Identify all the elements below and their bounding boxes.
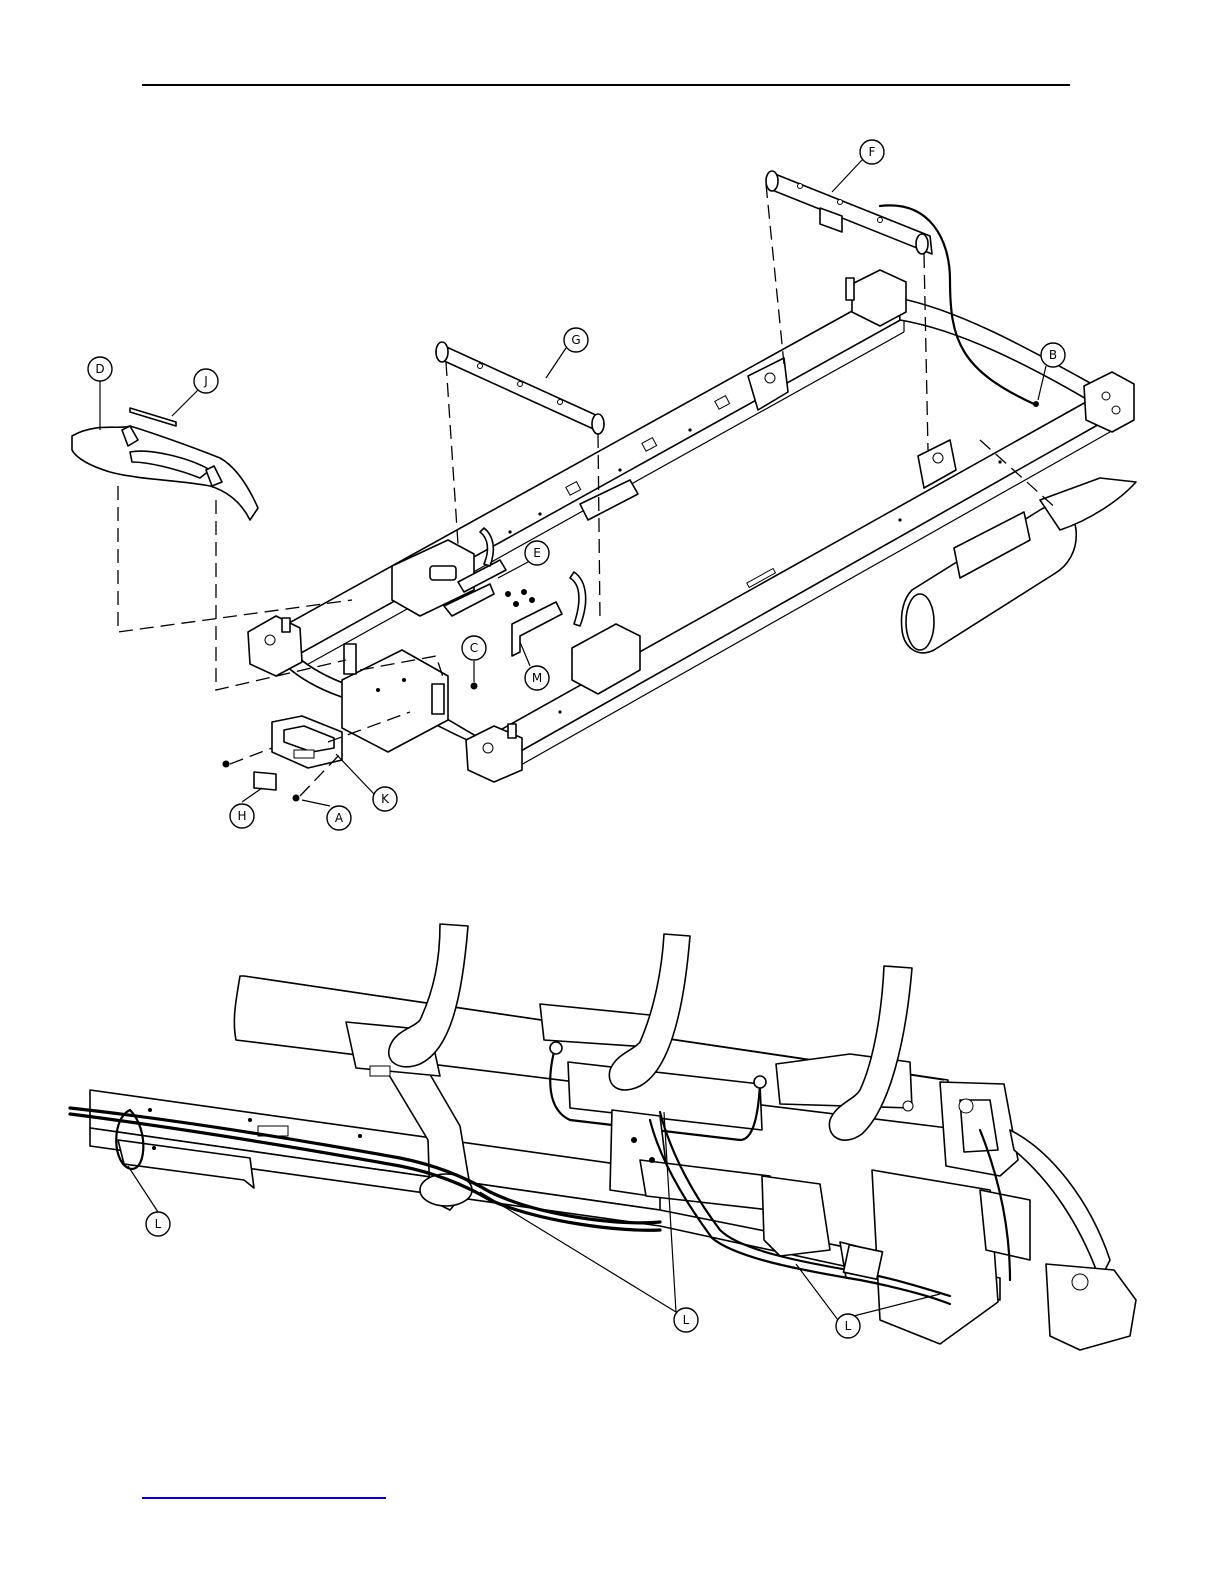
- callout-b: B: [1041, 343, 1065, 367]
- callout-f: F: [860, 140, 884, 164]
- callout-e-label: E: [533, 546, 541, 560]
- callout-l-left-label: L: [155, 1217, 162, 1231]
- callout-l-right: L: [836, 1314, 860, 1338]
- callout-l-center-label: L: [683, 1313, 690, 1327]
- callout-k-label: K: [381, 792, 390, 806]
- callout-h-label: H: [237, 809, 246, 823]
- callout-l-right-label: L: [845, 1319, 852, 1333]
- corner-bracket-rear-right: [1084, 372, 1134, 432]
- lower-wiring-view: [70, 924, 1136, 1350]
- ground-terminal-right: [754, 1076, 766, 1088]
- callout-a: A: [327, 806, 351, 830]
- screw-left: [223, 761, 230, 768]
- callout-g: G: [564, 328, 588, 352]
- bracket-m-part: [505, 572, 586, 656]
- callout-a-label: A: [335, 811, 344, 825]
- upper-exploded-view: [72, 160, 1136, 806]
- cover-part-d: [72, 426, 258, 520]
- callout-b-label: B: [1049, 348, 1057, 362]
- tube-part-g: [436, 342, 604, 434]
- callout-j-label: J: [203, 374, 208, 388]
- callout-j: J: [194, 369, 218, 393]
- screw-b: [1033, 401, 1039, 407]
- harness-connector: [843, 1245, 882, 1279]
- callout-g-label: G: [571, 333, 580, 347]
- screw-c: [471, 683, 478, 690]
- tube-part-f: [766, 171, 932, 254]
- callout-c-label: C: [470, 641, 478, 655]
- callout-c: C: [462, 636, 486, 660]
- bracket-part-k: [272, 716, 342, 768]
- callout-m: M: [525, 666, 549, 690]
- callout-m-label: M: [532, 671, 542, 685]
- callout-l-center: L: [674, 1308, 698, 1332]
- callout-d: D: [88, 357, 112, 381]
- screw-a: [293, 795, 300, 802]
- callout-l-left: L: [146, 1212, 170, 1236]
- label-part-h: [254, 772, 276, 790]
- callout-h: H: [230, 804, 254, 828]
- strip-part-j: [130, 408, 176, 426]
- corner-bracket-front-right: [466, 724, 522, 782]
- center-crossmember: [342, 644, 448, 752]
- callout-d-label: D: [95, 362, 104, 376]
- ground-terminal-left: [550, 1042, 562, 1054]
- corner-bracket-front-left: [248, 616, 302, 676]
- callout-f-label: F: [869, 145, 876, 159]
- callout-e: E: [525, 541, 549, 565]
- callout-k: K: [373, 787, 397, 811]
